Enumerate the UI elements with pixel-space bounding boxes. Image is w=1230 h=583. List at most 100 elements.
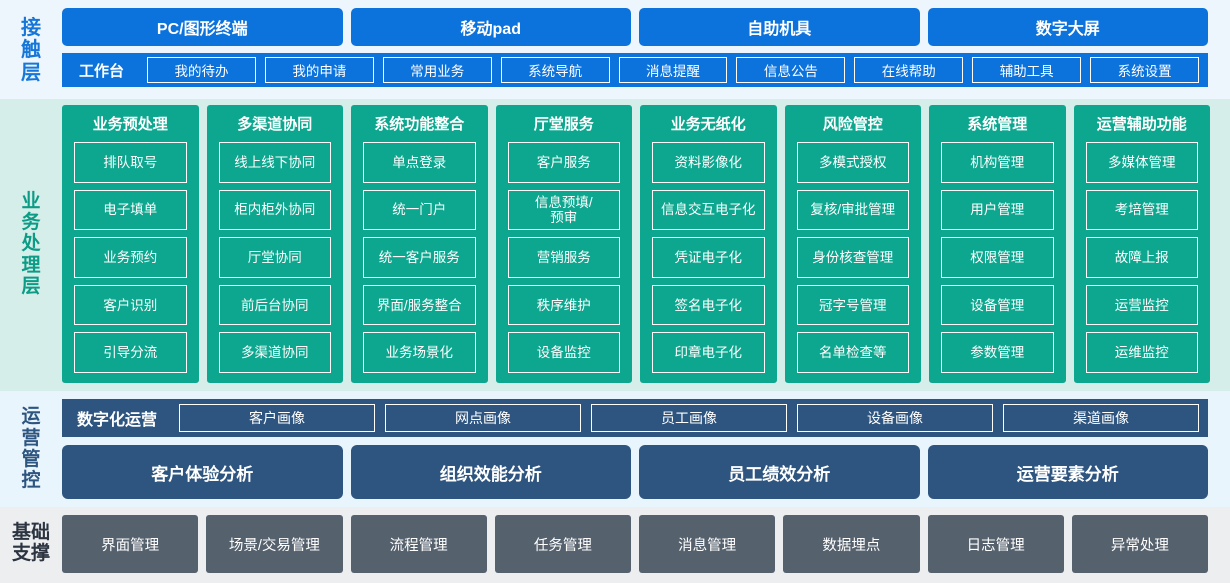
- label-column: 础 撑: [31, 522, 51, 565]
- operations-body: 数字化运营 客户画像 网点画像 员工画像 设备画像 渠道画像 客户体验分析 组织…: [62, 399, 1208, 499]
- label-char: 撑: [31, 543, 51, 564]
- list-item[interactable]: 机构管理: [941, 142, 1054, 183]
- list-item[interactable]: 信息交互电子化: [652, 189, 765, 231]
- layer-business-label-text: 业 务 处 理 层: [21, 191, 40, 297]
- column-system-function-integration: 系统功能整合 单点登录 统一门户 统一客户服务 界面/服务整合 业务场景化: [351, 105, 488, 383]
- list-item[interactable]: 秩序维护: [507, 284, 620, 326]
- base-item-ui-management[interactable]: 界面管理: [62, 515, 199, 573]
- base-item-scenario-transaction-management[interactable]: 场景/交易管理: [206, 515, 343, 573]
- list-item[interactable]: 客户服务: [507, 142, 620, 183]
- workbench-item-message-reminder[interactable]: 消息提醒: [618, 57, 728, 83]
- portrait-customer[interactable]: 客户画像: [179, 404, 376, 432]
- list-item[interactable]: 复核/审批管理: [796, 189, 909, 231]
- list-item[interactable]: 资料影像化: [652, 142, 765, 183]
- analysis-customer-experience[interactable]: 客户体验分析: [62, 445, 343, 499]
- list-item[interactable]: 排队取号: [74, 142, 187, 183]
- list-item[interactable]: 电子填单: [74, 189, 187, 231]
- list-item[interactable]: 名单检查等: [796, 332, 909, 373]
- base-item-data-tracking[interactable]: 数据埋点: [783, 515, 920, 573]
- layer-base-support-label: 基 支 础 撑: [0, 515, 62, 573]
- list-item[interactable]: 运营监控: [1085, 284, 1198, 326]
- analysis-organizational-effectiveness[interactable]: 组织效能分析: [350, 445, 631, 499]
- list-item[interactable]: 用户管理: [941, 189, 1054, 231]
- list-item[interactable]: 客户识别: [74, 284, 187, 326]
- analysis-employee-performance[interactable]: 员工绩效分析: [639, 445, 920, 499]
- layer-base-support: 基 支 础 撑 界面管理 场景/交易管理 流程管理 任务管理 消息管理 数据埋点…: [0, 507, 1230, 583]
- list-item[interactable]: 信息预填/ 预审: [507, 189, 620, 231]
- portrait-channel[interactable]: 渠道画像: [1003, 404, 1200, 432]
- column-items: 多媒体管理 考培管理 故障上报 运营监控 运维监控: [1085, 142, 1198, 373]
- list-item[interactable]: 权限管理: [941, 237, 1054, 278]
- list-item[interactable]: 故障上报: [1085, 237, 1198, 278]
- layer-contact-label: 接 触 层: [0, 8, 62, 93]
- portrait-device[interactable]: 设备画像: [797, 404, 994, 432]
- list-item[interactable]: 多媒体管理: [1085, 142, 1198, 183]
- list-item[interactable]: 签名电子化: [652, 284, 765, 326]
- layer-contact: 接 触 层 PC/图形终端 移动pad 自助机具 数字大屏 工作台 我的待办 我…: [0, 0, 1230, 99]
- list-item[interactable]: 统一客户服务: [363, 237, 476, 278]
- base-item-message-management[interactable]: 消息管理: [639, 515, 776, 573]
- list-item[interactable]: 引导分流: [74, 332, 187, 373]
- list-item[interactable]: 业务场景化: [363, 332, 476, 373]
- business-columns: 业务预处理 排队取号 电子填单 业务预约 客户识别 引导分流 多渠道协同 线上线…: [62, 105, 1210, 383]
- analysis-operation-elements[interactable]: 运营要素分析: [927, 445, 1208, 499]
- channel-pc[interactable]: PC/图形终端: [62, 8, 343, 46]
- label-char: 基: [11, 522, 31, 544]
- portrait-employee[interactable]: 员工画像: [591, 404, 788, 432]
- workbench-item-online-help[interactable]: 在线帮助: [854, 57, 964, 83]
- list-item[interactable]: 考培管理: [1085, 189, 1198, 231]
- base-item-process-management[interactable]: 流程管理: [350, 515, 487, 573]
- list-item[interactable]: 界面/服务整合: [363, 284, 476, 326]
- workbench-item-announcement[interactable]: 信息公告: [736, 57, 846, 83]
- list-item[interactable]: 厅堂协同: [218, 237, 331, 278]
- label-char: 接: [21, 16, 41, 39]
- column-items: 多模式授权 复核/审批管理 身份核查管理 冠字号管理 名单检查等: [796, 142, 909, 373]
- column-items: 资料影像化 信息交互电子化 凭证电子化 签名电子化 印章电子化: [652, 142, 765, 373]
- workbench-item-my-todo[interactable]: 我的待办: [147, 57, 256, 83]
- list-item[interactable]: 凭证电子化: [652, 237, 765, 278]
- workbench-item-common-business[interactable]: 常用业务: [382, 57, 492, 83]
- column-title: 风险管控: [822, 116, 883, 133]
- layer-business-label: 业 务 处 理 层: [0, 105, 62, 383]
- column-title: 业务无纸化: [670, 116, 746, 133]
- list-item[interactable]: 多渠道协同: [218, 332, 331, 373]
- workbench-row: 工作台 我的待办 我的申请 常用业务 系统导航 消息提醒 信息公告 在线帮助 辅…: [62, 53, 1208, 87]
- label-char: 管: [21, 449, 41, 470]
- channel-digital-screen[interactable]: 数字大屏: [927, 8, 1208, 46]
- list-item[interactable]: 冠字号管理: [796, 284, 909, 326]
- label-char: 支: [11, 543, 31, 564]
- workbench-item-system-settings[interactable]: 系统设置: [1090, 57, 1200, 83]
- list-item[interactable]: 身份核查管理: [796, 237, 909, 278]
- label-char: 营: [21, 427, 41, 449]
- list-item[interactable]: 设备监控: [507, 332, 620, 373]
- base-item-task-management[interactable]: 任务管理: [494, 515, 631, 573]
- list-item[interactable]: 设备管理: [941, 284, 1054, 326]
- list-item[interactable]: 多模式授权: [796, 142, 909, 183]
- base-item-exception-handling[interactable]: 异常处理: [1071, 515, 1208, 573]
- list-item[interactable]: 柜内柜外协同: [218, 189, 331, 231]
- list-item[interactable]: 前后台协同: [218, 284, 331, 326]
- workbench-item-utilities[interactable]: 辅助工具: [972, 57, 1082, 83]
- workbench-item-my-application[interactable]: 我的申请: [264, 57, 374, 83]
- list-item[interactable]: 单点登录: [363, 142, 476, 183]
- base-item-log-management[interactable]: 日志管理: [927, 515, 1064, 573]
- label-char: 触: [21, 39, 41, 62]
- list-item[interactable]: 营销服务: [507, 237, 620, 278]
- list-item[interactable]: 印章电子化: [652, 332, 765, 373]
- workbench-item-system-navigation[interactable]: 系统导航: [500, 57, 610, 83]
- list-item[interactable]: 运维监控: [1085, 332, 1198, 373]
- list-item[interactable]: 统一门户: [363, 189, 476, 231]
- analysis-row: 客户体验分析 组织效能分析 员工绩效分析 运营要素分析: [62, 445, 1208, 499]
- layer-business: 业 务 处 理 层 业务预处理 排队取号 电子填单 业务预约 客户识别 引导分流…: [0, 99, 1230, 391]
- portrait-branch[interactable]: 网点画像: [385, 404, 582, 432]
- list-item[interactable]: 参数管理: [941, 332, 1054, 373]
- column-items: 机构管理 用户管理 权限管理 设备管理 参数管理: [941, 142, 1054, 373]
- column-items: 排队取号 电子填单 业务预约 客户识别 引导分流: [74, 142, 187, 373]
- channel-mobile-pad[interactable]: 移动pad: [350, 8, 631, 46]
- list-item[interactable]: 业务预约: [74, 237, 187, 278]
- list-item[interactable]: 线上线下协同: [218, 142, 331, 183]
- label-char: 层: [21, 61, 41, 84]
- column-title: 业务预处理: [92, 116, 168, 133]
- channel-self-service[interactable]: 自助机具: [639, 8, 920, 46]
